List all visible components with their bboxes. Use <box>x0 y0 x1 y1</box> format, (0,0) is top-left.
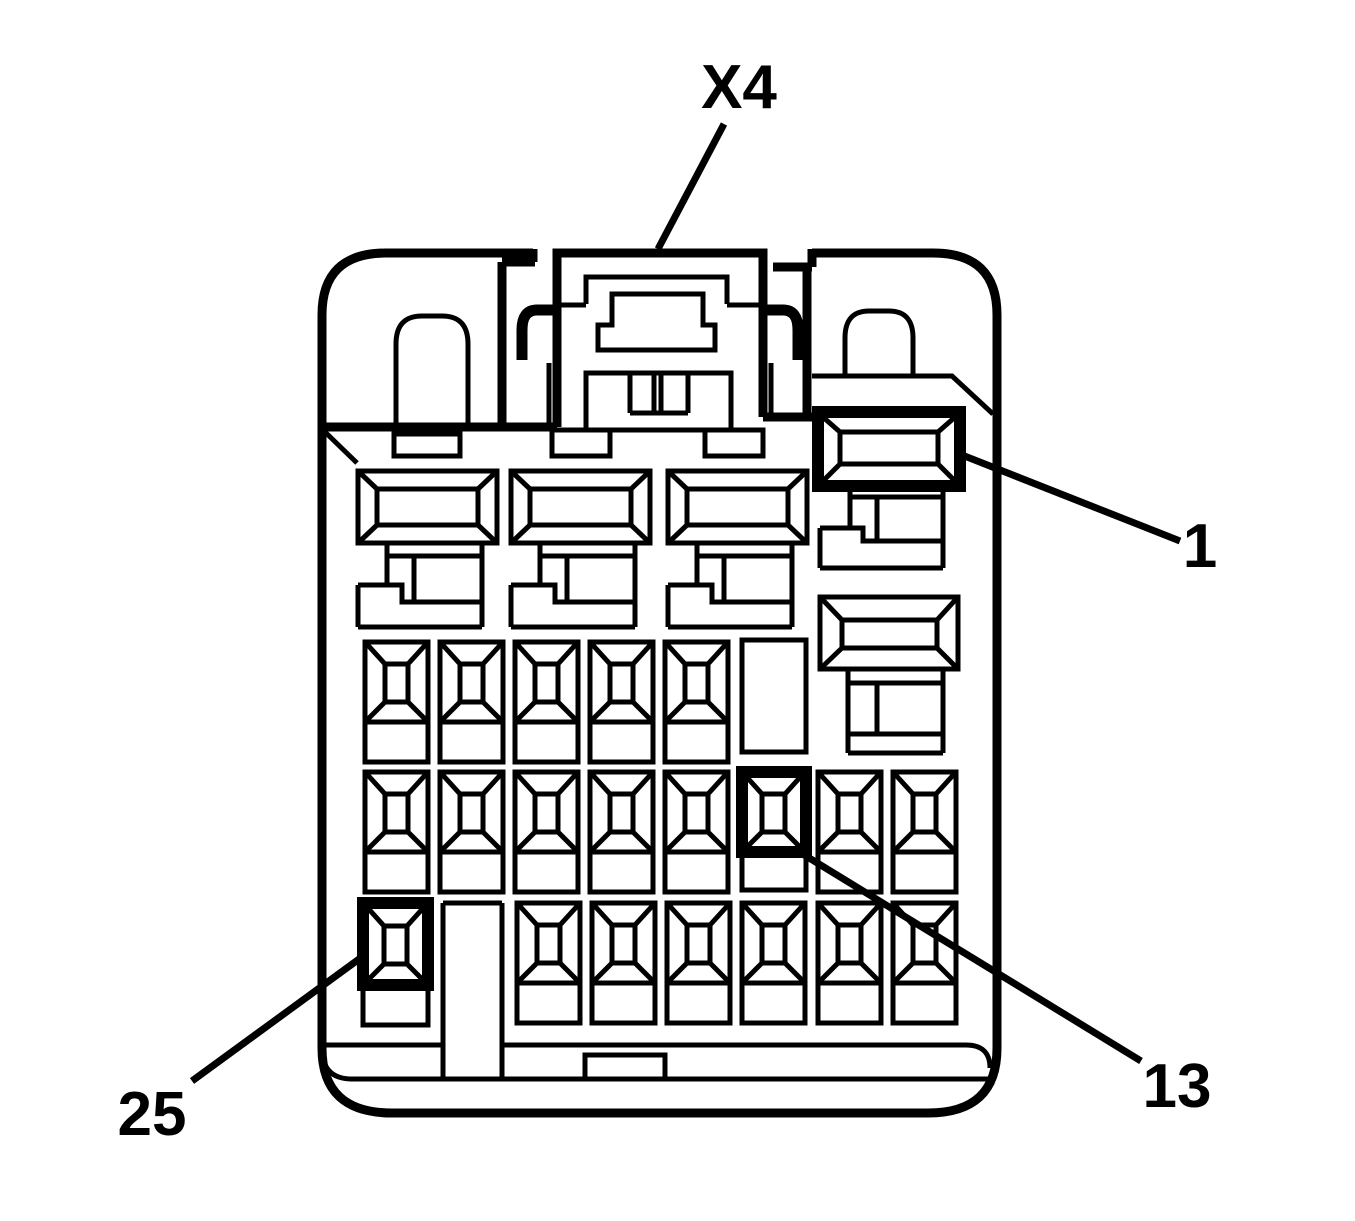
large-cavity-lock <box>358 543 482 627</box>
chamfer-left <box>322 429 359 465</box>
lock-tab-key <box>595 291 718 353</box>
large-cavity-lock <box>668 543 792 627</box>
lock-ear-right <box>762 304 804 360</box>
lock-channel-left-wall <box>318 249 557 432</box>
connector-lock-tab <box>516 248 804 459</box>
cavity <box>665 642 728 762</box>
lock-foot-right <box>702 427 766 459</box>
callout-label-1: 1 <box>1183 512 1217 581</box>
cavity <box>440 642 503 762</box>
large-cavity-lock <box>511 543 635 627</box>
cavity <box>893 772 956 892</box>
leader-25 <box>189 951 369 1084</box>
blank-tower <box>440 900 505 1079</box>
cavity <box>818 772 881 892</box>
cavity <box>517 903 580 1023</box>
large-cavity <box>358 471 497 543</box>
terminal-cavity-13 <box>736 766 812 893</box>
lock-channel-right-wall <box>763 249 817 422</box>
terminal-cavity-1 <box>812 406 966 571</box>
cavity <box>665 772 728 892</box>
cavity <box>365 642 428 762</box>
large-cavity <box>668 471 807 543</box>
lock-foot-left <box>549 427 613 459</box>
cavity <box>667 903 730 1023</box>
cavity-grid <box>357 637 956 1079</box>
cavity <box>515 642 578 762</box>
cavity <box>590 772 653 892</box>
connector-body-outline <box>317 248 1002 1118</box>
cavity <box>818 903 881 1023</box>
callout-label-13: 13 <box>1143 1052 1212 1121</box>
cavity <box>365 772 428 892</box>
cavity <box>592 903 655 1023</box>
cavity <box>440 772 503 892</box>
cavity <box>893 903 956 1023</box>
terminal-cavity-25 <box>357 897 434 1028</box>
index-notch <box>391 431 463 459</box>
leader-13 <box>799 850 1143 1064</box>
cavity <box>590 642 653 762</box>
leader-1 <box>960 451 1182 545</box>
housing-base-lines <box>319 1042 993 1082</box>
large-cavity-right <box>817 594 961 756</box>
guide-slot-right <box>842 308 916 376</box>
leader-x4 <box>654 122 728 251</box>
cavity <box>742 903 805 1023</box>
blank-cavity <box>739 637 809 755</box>
guide-slot-left <box>393 313 471 427</box>
large-cavity-row <box>358 471 807 627</box>
large-cavity <box>511 471 650 543</box>
base-tab <box>582 1052 668 1079</box>
lock-ear-left <box>516 304 558 360</box>
shelf-right <box>812 373 995 416</box>
cavity <box>515 772 578 892</box>
callout-label-25: 25 <box>118 1080 187 1149</box>
callout-label-x4: X4 <box>701 53 777 122</box>
